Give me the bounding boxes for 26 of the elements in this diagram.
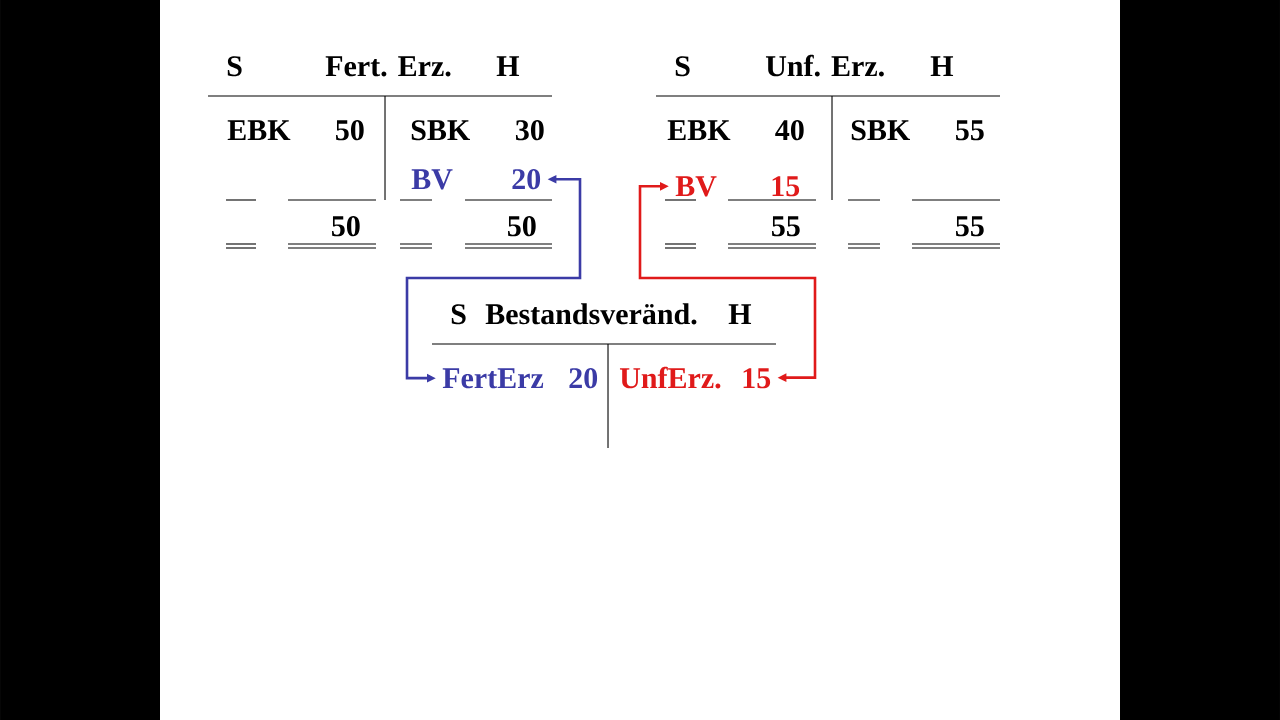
total-amount: 50 — [508, 216, 536, 237]
account-entry: FertErz 20 — [442, 368, 598, 389]
entry-label: SBK — [851, 120, 910, 141]
account-title: Fert. Erz. — [325, 56, 451, 77]
account-entry: BV 20 — [411, 169, 541, 190]
account-title: Bestandsveränd. — [485, 303, 697, 325]
side-label: H — [728, 304, 752, 324]
account-title: Unf. Erz. — [765, 54, 884, 77]
amount: 40 — [775, 120, 804, 141]
account-entry: BV 15 — [675, 176, 800, 197]
side-label: H — [930, 56, 954, 76]
total-amount: 50 — [332, 216, 360, 237]
account-entry: UnfErz. 15 — [619, 366, 771, 389]
total-amount: 55 — [956, 216, 984, 237]
side-label: S — [227, 56, 242, 77]
side-label: H — [496, 56, 520, 76]
amount: 55 — [956, 120, 984, 141]
entry-label: EBK — [667, 120, 731, 141]
amount: 50 — [336, 120, 364, 141]
total-amount: 55 — [772, 216, 800, 237]
entry-label: EBK — [227, 120, 291, 141]
side-label: S — [675, 56, 690, 77]
connector-arrow — [638, 181, 817, 383]
amount: 30 — [515, 120, 544, 141]
side-label: S — [451, 304, 466, 325]
entry-label: SBK — [411, 120, 470, 141]
